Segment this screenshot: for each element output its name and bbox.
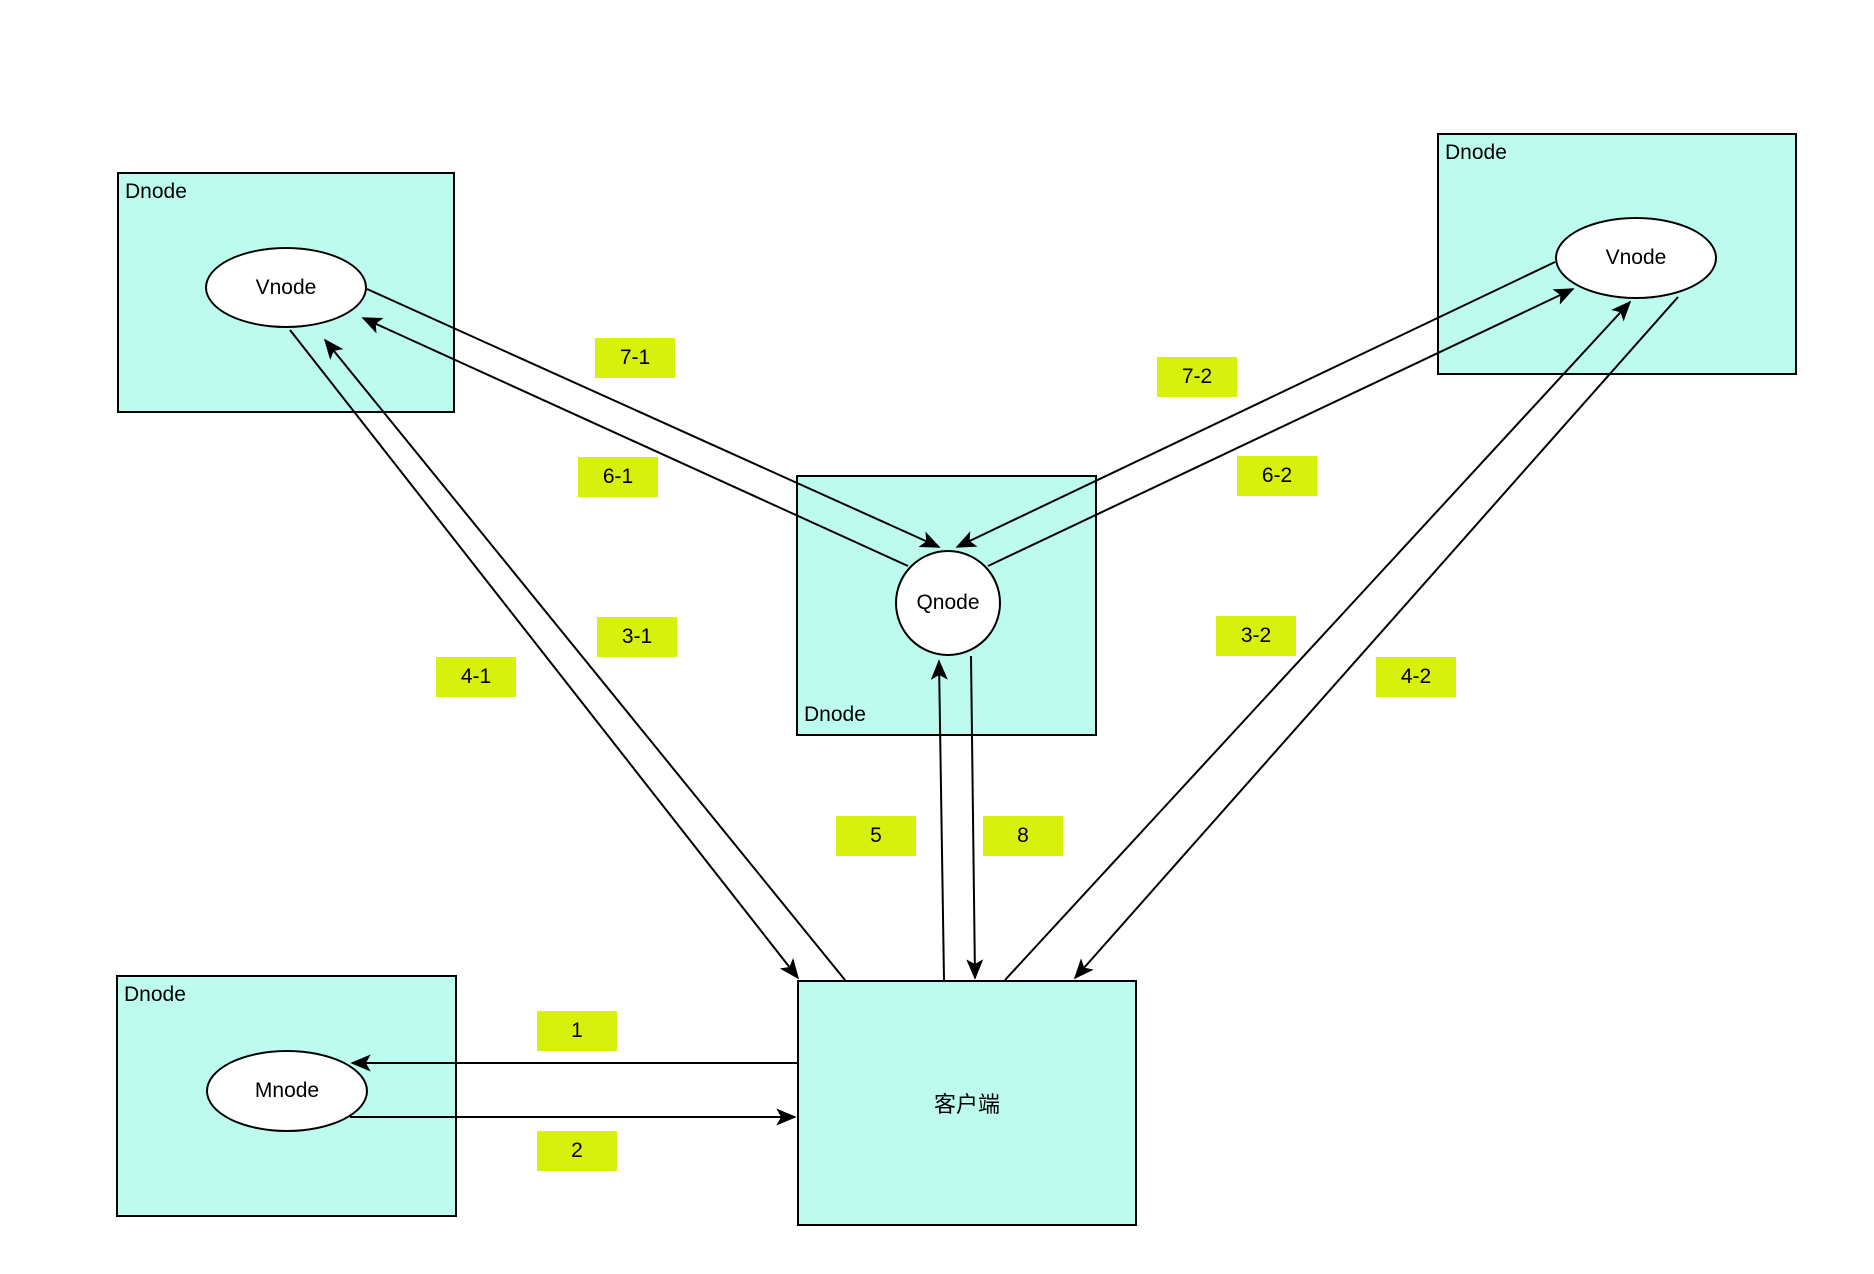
container-client: 客户端 — [797, 980, 1137, 1226]
edge-label-7-1: 7-1 — [595, 338, 675, 378]
edge-label-8: 8 — [983, 816, 1063, 856]
dnode-label: Dnode — [125, 180, 187, 203]
edge-label-5: 5 — [836, 816, 916, 856]
dnode-label: Dnode — [804, 703, 866, 726]
vnode-label: Vnode — [1605, 246, 1667, 269]
node-vnode-left: Vnode — [205, 247, 367, 328]
arrow-3-1 — [323, 338, 846, 981]
edge-label-7-2: 7-2 — [1157, 357, 1237, 397]
arrow-4-2 — [1073, 296, 1679, 980]
arrow-3-2 — [1004, 300, 1632, 981]
node-vnode-right: Vnode — [1555, 217, 1717, 299]
edge-label-2: 2 — [537, 1131, 617, 1171]
dnode-label: Dnode — [124, 983, 186, 1006]
client-label: 客户端 — [933, 1092, 1000, 1117]
edge-label-1: 1 — [537, 1011, 617, 1051]
edge-label-3-2: 3-2 — [1216, 616, 1296, 656]
edge-label-6-2: 6-2 — [1237, 456, 1317, 496]
mnode-label: Mnode — [254, 1079, 320, 1102]
edge-label-3-1: 3-1 — [597, 617, 677, 657]
edge-label-4-2: 4-2 — [1376, 657, 1456, 697]
dnode-label: Dnode — [1445, 141, 1507, 164]
edge-label-4-1: 4-1 — [436, 657, 516, 697]
node-qnode: Qnode — [895, 550, 1001, 656]
node-mnode: Mnode — [206, 1050, 368, 1132]
arrow-4-1 — [289, 329, 800, 980]
vnode-label: Vnode — [255, 275, 317, 299]
qnode-label: Qnode — [916, 591, 980, 614]
edge-label-6-1: 6-1 — [578, 457, 658, 497]
